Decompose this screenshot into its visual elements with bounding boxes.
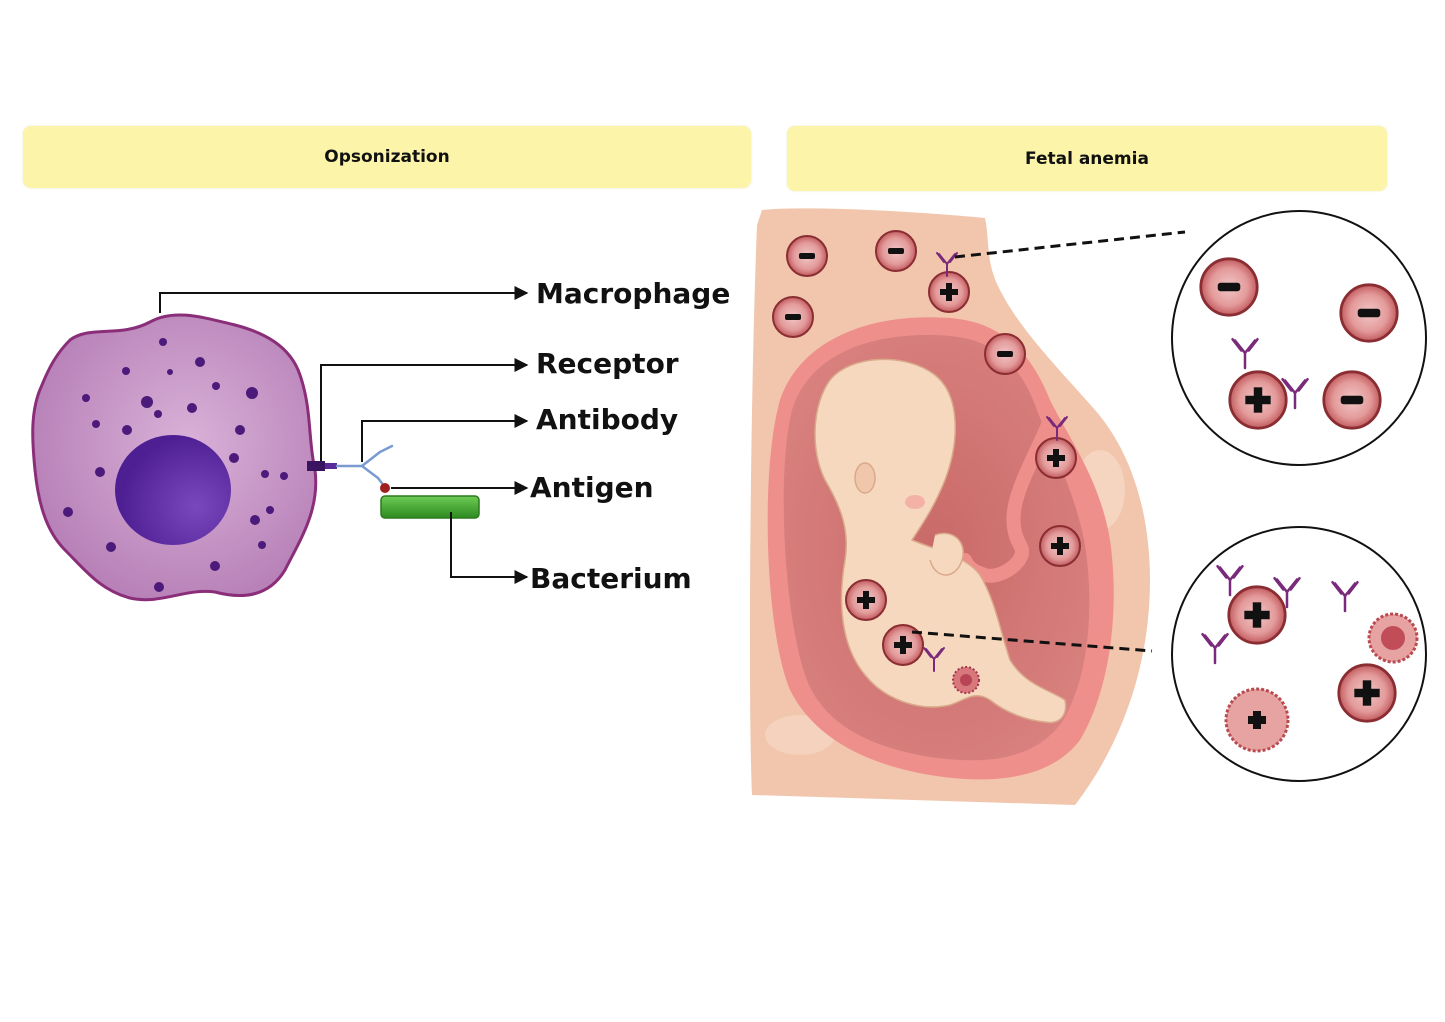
fetal-anemia-title: Fetal anemia xyxy=(1025,148,1149,169)
antibody-leader xyxy=(361,414,529,462)
macrophage-leader xyxy=(159,286,529,313)
macrophage-label: Macrophage xyxy=(536,277,730,310)
bacterium-label: Bacterium xyxy=(530,562,692,595)
zoom-circle-top xyxy=(1171,210,1427,466)
callout-line-top xyxy=(954,230,1186,259)
zoom-circle-bottom xyxy=(1171,526,1427,782)
bacterium-leader xyxy=(450,512,529,584)
bacterium-shape xyxy=(380,495,480,519)
antigen-label: Antigen xyxy=(530,471,654,504)
fetal-anemia-header: Fetal anemia xyxy=(787,126,1387,191)
macrophage-nucleus xyxy=(115,435,231,545)
callout-line-bottom xyxy=(911,630,1153,653)
lysed-rbc xyxy=(952,666,980,694)
antibody-shape xyxy=(335,444,394,488)
opsonization-title: Opsonization xyxy=(324,147,450,167)
receptor-leader xyxy=(320,358,529,461)
fetus xyxy=(814,358,1067,724)
macrophage-granules xyxy=(63,338,288,592)
opsonization-header: Opsonization xyxy=(23,126,751,188)
macrophage-cell xyxy=(31,313,318,602)
antigen-shape xyxy=(380,483,390,493)
receptor-label: Receptor xyxy=(536,347,679,380)
receptor-shape xyxy=(307,461,337,471)
antibody-label: Antibody xyxy=(536,403,678,436)
